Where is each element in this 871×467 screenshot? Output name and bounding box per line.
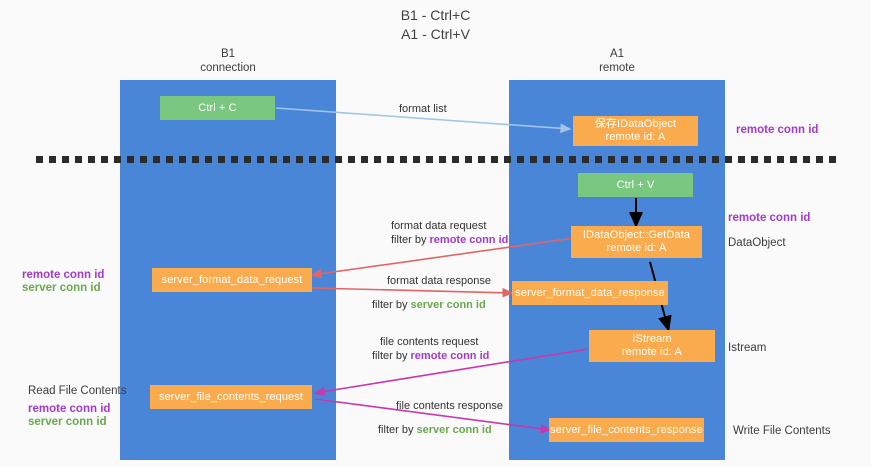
edge-label-format-data-request: format data request <box>391 220 487 232</box>
node-ctrl-v[interactable]: Ctrl + V <box>578 173 693 197</box>
edge-label-file-contents-response-filter: filter by server conn id <box>378 423 492 437</box>
node-server-file-contents-response[interactable]: server_file_contents_response <box>549 418 704 442</box>
node-server-format-data-request[interactable]: server_format_data_request <box>152 268 312 292</box>
label-left-server-conn-id-bottom: server conn id <box>28 416 107 428</box>
edge-format-data-response <box>311 287 514 298</box>
phase-divider <box>36 156 836 163</box>
label-left-server-conn-id: server conn id <box>22 282 101 294</box>
filter-prefix: filter by <box>372 299 411 311</box>
edge-label-format-data-response-filter: filter by server conn id <box>372 298 486 312</box>
filter-key-server-conn-id: server conn id <box>410 299 486 311</box>
edge-label-file-contents-response: file contents response <box>396 400 504 412</box>
diagram-title: B1 - Ctrl+C A1 - Ctrl+V <box>400 7 471 42</box>
node-idataobject-getdata[interactable]: IDataObject::GetData remote id: A <box>571 226 702 258</box>
node-istream[interactable]: IStream remote id: A <box>589 330 715 362</box>
file-contents-request-text: file contents request <box>380 336 479 348</box>
edge-label-file-contents-request-filter: filter by remote conn id <box>372 349 489 363</box>
node-server-file-contents-request[interactable]: server_file_contents_request <box>150 385 312 409</box>
label-left-remote-conn-id: remote conn id <box>22 269 105 281</box>
filter-key-server-conn-id: server conn id <box>416 424 492 436</box>
label-istream: Istream <box>728 342 767 354</box>
label-remote-conn-id-mid: remote conn id <box>728 212 811 224</box>
node-server-format-data-response[interactable]: server_format_data_response <box>512 281 668 305</box>
label-remote-conn-id-top: remote conn id <box>736 124 819 136</box>
filter-prefix: filter by <box>378 424 417 436</box>
node-ctrl-c[interactable]: Ctrl + C <box>160 96 275 120</box>
filter-key-remote-conn-id: remote conn id <box>429 234 509 246</box>
label-dataobject: DataObject <box>728 237 786 249</box>
edge-label-format-list: format list <box>399 103 447 115</box>
filter-prefix: filter by <box>372 350 411 362</box>
edge-label-file-contents-request: file contents request <box>380 335 478 349</box>
column-header-a1: A1 remote <box>599 48 635 74</box>
label-write-file-contents: Write File Contents <box>733 425 831 437</box>
label-read-file-contents: Read File Contents <box>28 385 127 397</box>
edge-label-format-data-request-filter: filter by remote conn id <box>391 233 508 247</box>
edge-label-format-data-response: format data response <box>387 275 491 287</box>
label-left-remote-conn-id-bottom: remote conn id <box>28 403 111 415</box>
filter-key-remote-conn-id: remote conn id <box>410 350 490 362</box>
column-header-b1: B1 connection <box>200 48 256 74</box>
node-save-idataobject[interactable]: 保存IDataObject remote id: A <box>573 116 698 146</box>
filter-prefix: filter by <box>391 234 430 246</box>
